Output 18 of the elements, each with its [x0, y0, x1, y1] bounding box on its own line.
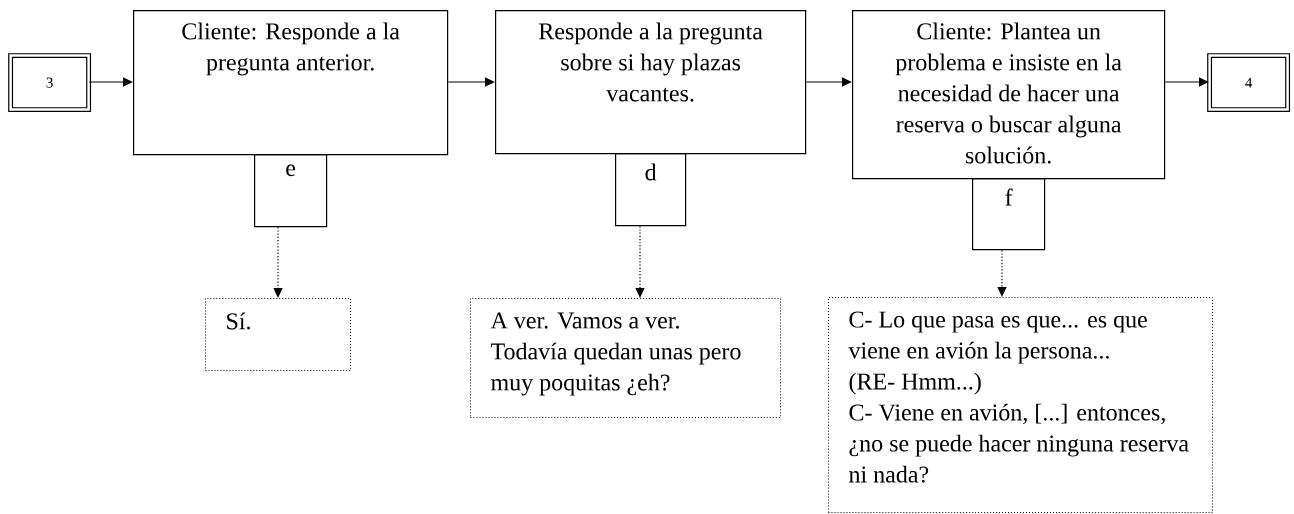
arrow [1164, 77, 1209, 87]
arrow [273, 226, 283, 298]
quote-box: C- Lo que pasa es que... es que viene en avión la persona... (RE- Hmm...) C- Viene en avión, [...] entonces, ¿no se puede hacer ninguna reserva ni nada? [828, 297, 1213, 513]
arrow [805, 77, 852, 87]
letter-box: d [615, 153, 687, 227]
letter-box: f [972, 178, 1046, 251]
connector-box: 4 [1207, 53, 1291, 113]
step-box: Cliente: Plantea un problema e insiste en la necesidad de hacer una reserva o buscar alguna solución. [852, 10, 1166, 180]
arrow [88, 77, 133, 87]
step-box: Cliente: Responde a la pregunta anterior. [133, 10, 449, 156]
connector-box: 3 [8, 53, 92, 113]
letter-box: e [254, 154, 328, 228]
arrow [997, 249, 1007, 297]
quote-box: Sí. [205, 298, 351, 371]
arrow [447, 77, 495, 87]
step-box: Responde a la pregunta sobre si hay plazas vacantes. [495, 10, 807, 155]
quote-box: A ver. Vamos a ver. Todavía quedan unas pero muy poquitas ¿eh? [470, 298, 781, 418]
arrow [635, 225, 645, 298]
